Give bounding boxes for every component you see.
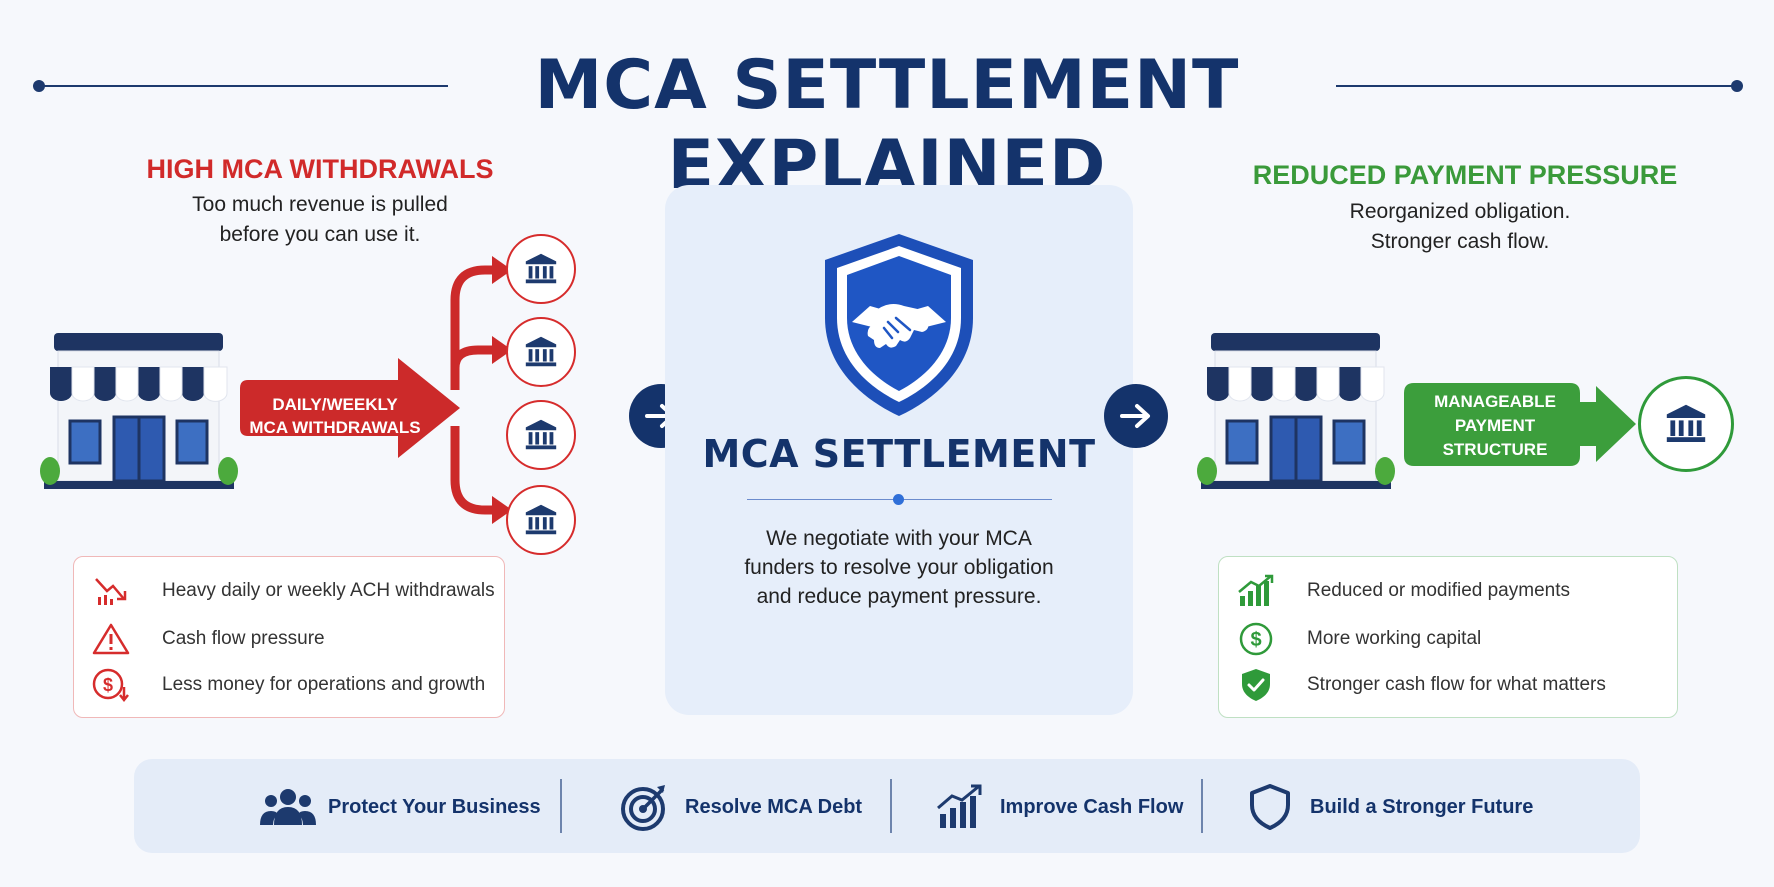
right-heading: REDUCED PAYMENT PRESSURE: [1252, 160, 1678, 190]
left-impact-list: Heavy daily or weekly ACH withdrawals Ca…: [73, 556, 505, 718]
center-description-line: funders to resolve your obligation: [744, 556, 1054, 579]
benefit-label: Resolve MCA Debt: [685, 795, 863, 818]
bank-circle: [1638, 376, 1734, 472]
benefit-label: Build a Stronger Future: [1310, 795, 1534, 818]
left-flow-label-line: DAILY/WEEKLY: [272, 395, 398, 414]
banner-divider: [890, 779, 892, 833]
center-divider-dot: [893, 494, 904, 505]
list-item-text: Reduced or modified payments: [1307, 580, 1570, 601]
title-left-dot: [33, 80, 45, 92]
warning-icon: [90, 619, 132, 659]
list-item-text: Cash flow pressure: [162, 628, 325, 649]
left-heading: HIGH MCA WITHDRAWALS: [146, 154, 494, 184]
title-right-dot: [1731, 80, 1743, 92]
benefit-item: Resolve MCA Debt: [615, 782, 862, 832]
list-item: Stronger cash flow for what matters: [1219, 665, 1606, 705]
bank-icon: [1662, 400, 1710, 448]
svg-text:$: $: [1250, 629, 1261, 651]
list-item-text: Less money for operations and growth: [162, 674, 486, 695]
left-subtitle-line: Too much revenue is pulled: [192, 193, 448, 216]
chart-up-icon: [1235, 571, 1277, 611]
benefit-item: Protect Your Business: [258, 782, 541, 832]
list-item: Heavy daily or weekly ACH withdrawals: [74, 571, 495, 611]
bank-circle: [506, 234, 576, 304]
list-item: Cash flow pressure: [74, 619, 325, 659]
list-item: Reduced or modified payments: [1219, 571, 1570, 611]
right-flow-label-line: PAYMENT: [1454, 416, 1536, 435]
list-item-text: More working capital: [1307, 628, 1482, 649]
dollar-down-icon: $: [90, 665, 132, 705]
bank-circle: [506, 485, 576, 555]
dollar-circle-icon: $: [1235, 619, 1277, 659]
next-step-arrow-icon: [1104, 384, 1168, 448]
chart-down-icon: [90, 571, 132, 611]
growth-chart-icon: [930, 782, 990, 832]
center-description-line: We negotiate with your MCA: [766, 527, 1032, 550]
page-title: MCA SETTLEMENT EXPLAINED: [534, 46, 1240, 205]
bank-icon: [522, 416, 560, 454]
center-description: We negotiate with your MCA funders to re…: [690, 524, 1108, 611]
left-flow-label-line: MCA WITHDRAWALS: [249, 418, 421, 437]
withdrawal-arrows: [240, 256, 512, 524]
benefits-banner: [134, 759, 1640, 853]
list-item-text: Heavy daily or weekly ACH withdrawals: [162, 580, 495, 601]
right-subtitle-line: Reorganized obligation.: [1349, 200, 1571, 223]
left-subtitle: Too much revenue is pulled before you ca…: [130, 190, 510, 250]
right-subtitle-line: Stronger cash flow.: [1370, 230, 1550, 253]
title-left-rule: [40, 85, 448, 87]
list-item: $ Less money for operations and growth: [74, 665, 485, 705]
center-description-line: and reduce payment pressure.: [756, 585, 1042, 608]
people-icon: [258, 782, 318, 832]
title-right-rule: [1336, 85, 1736, 87]
shield-icon: [1240, 782, 1300, 832]
bank-circle: [506, 317, 576, 387]
banner-divider: [560, 779, 562, 833]
svg-text:$: $: [103, 675, 113, 695]
right-flow-label-line: STRUCTURE: [1442, 440, 1548, 459]
benefit-item: Build a Stronger Future: [1240, 782, 1533, 832]
benefit-label: Improve Cash Flow: [1000, 795, 1184, 818]
right-flow-label-line: MANAGEABLE: [1434, 392, 1556, 411]
bank-icon: [522, 501, 560, 539]
left-subtitle-line: before you can use it.: [219, 223, 421, 246]
bank-circle: [506, 400, 576, 470]
center-title: MCA SETTLEMENT: [702, 432, 1096, 476]
right-subtitle: Reorganized obligation. Stronger cash fl…: [1270, 197, 1650, 257]
right-flow-label: MANAGEABLE PAYMENT STRUCTURE: [1410, 390, 1580, 462]
bank-icon: [522, 333, 560, 371]
target-icon: [615, 782, 675, 832]
bank-icon: [522, 250, 560, 288]
list-item-text: Stronger cash flow for what matters: [1307, 674, 1606, 695]
list-item: $ More working capital: [1219, 619, 1481, 659]
right-benefit-list: Reduced or modified payments $ More work…: [1218, 556, 1678, 718]
manageable-payment-arrow: [1404, 383, 1636, 466]
benefit-item: Improve Cash Flow: [930, 782, 1183, 832]
shield-check-icon: [1235, 665, 1277, 705]
storefront-icon: [36, 333, 241, 501]
storefront-icon: [1193, 333, 1398, 501]
banner-divider: [1201, 779, 1203, 833]
benefit-label: Protect Your Business: [328, 795, 541, 818]
handshake-shield-icon: [825, 234, 973, 416]
left-flow-label: DAILY/WEEKLY MCA WITHDRAWALS: [246, 393, 424, 439]
